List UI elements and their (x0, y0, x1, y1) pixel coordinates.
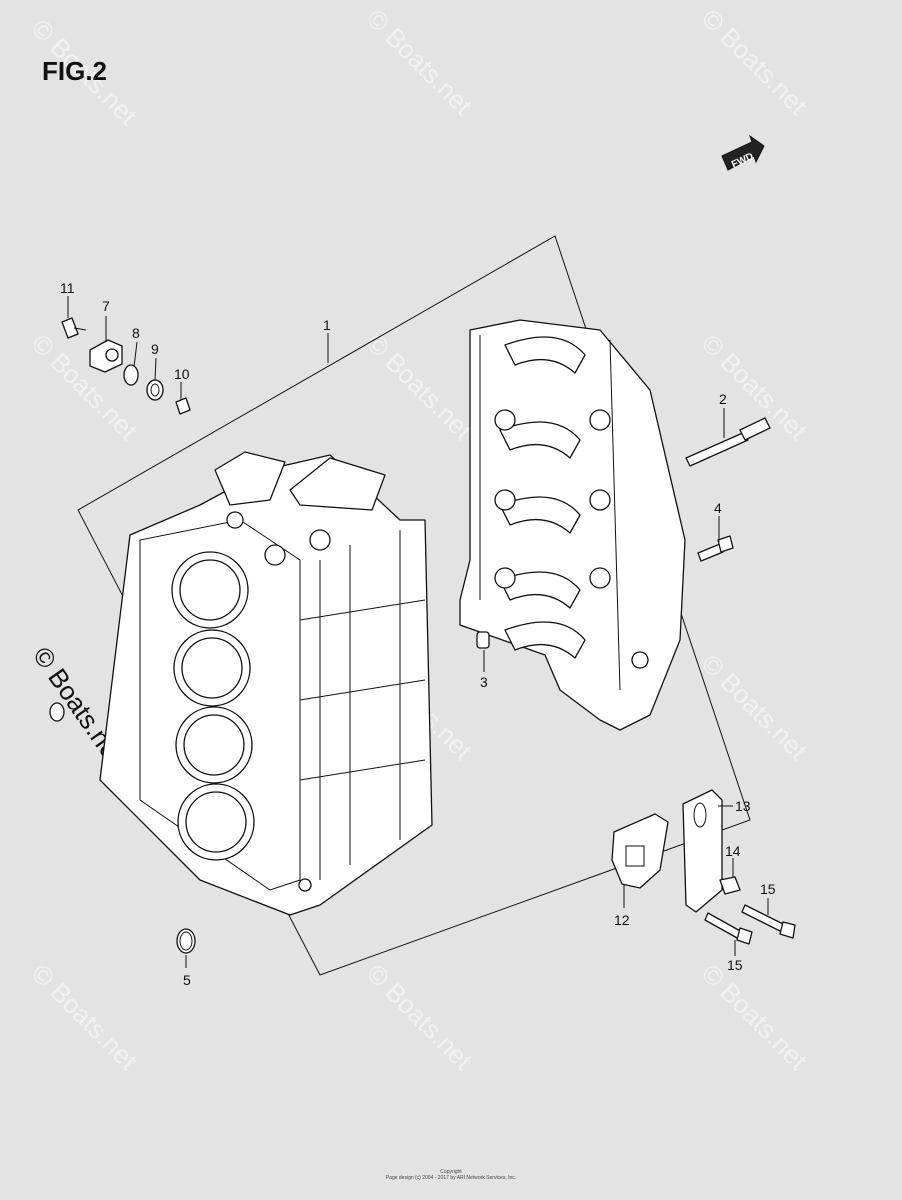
callout-8[interactable]: 8 (132, 325, 140, 341)
callout-9[interactable]: 9 (151, 341, 159, 357)
bolt-11 (61, 317, 87, 339)
screw-10 (175, 397, 191, 415)
callout-11[interactable]: 11 (60, 280, 75, 296)
callout-3[interactable]: 3 (480, 674, 488, 690)
watermark: © Boats.net (696, 648, 814, 766)
bolt-14 (719, 876, 741, 895)
figure-title: FIG.2 (42, 56, 108, 86)
watermark: © Boats.net (26, 958, 144, 1076)
callout-14[interactable]: 14 (725, 843, 741, 859)
collar (146, 379, 164, 401)
fwd-arrow-icon: FWD (721, 134, 765, 171)
callout-2[interactable]: 2 (719, 391, 727, 407)
callout-labels: 1 2 3 4 5 7 8 9 10 11 12 13 14 15 15 (60, 280, 776, 988)
callout-12[interactable]: 12 (614, 912, 630, 928)
footer-copyright: Copyright (440, 1169, 462, 1175)
watermark: © Boats.net (361, 3, 479, 121)
ring-8 (123, 364, 139, 386)
callout-7[interactable]: 7 (102, 298, 110, 314)
cylinder-block (99, 451, 433, 916)
callout-5[interactable]: 5 (183, 972, 191, 988)
callout-10[interactable]: 10 (174, 366, 190, 382)
callout-15-upper[interactable]: 15 (760, 881, 776, 897)
footer-page-design: Page design (c) 2004 - 2017 by ARI Netwo… (385, 1175, 517, 1181)
washer (49, 702, 65, 722)
callout-4[interactable]: 4 (714, 500, 722, 516)
dowel-pin (476, 631, 490, 649)
watermark: © Boats.net (361, 328, 479, 446)
bolt-long (685, 417, 771, 467)
bolt-15-upper (741, 904, 796, 939)
callout-15-lower[interactable]: 15 (727, 957, 743, 973)
watermark: © Boats.net (696, 958, 814, 1076)
leader-lines (67, 296, 769, 968)
bolt-15-lower (704, 912, 753, 945)
callout-1[interactable]: 1 (323, 317, 331, 333)
crankcase (459, 319, 686, 731)
bracket-12 (611, 813, 669, 889)
watermark: © Boats.net (696, 3, 814, 121)
watermark: © Boats.net (26, 328, 144, 446)
plate-13 (682, 789, 723, 913)
bolt-short (697, 535, 734, 562)
callout-13[interactable]: 13 (735, 798, 751, 814)
spacer (89, 339, 123, 373)
watermark: © Boats.net (361, 958, 479, 1076)
